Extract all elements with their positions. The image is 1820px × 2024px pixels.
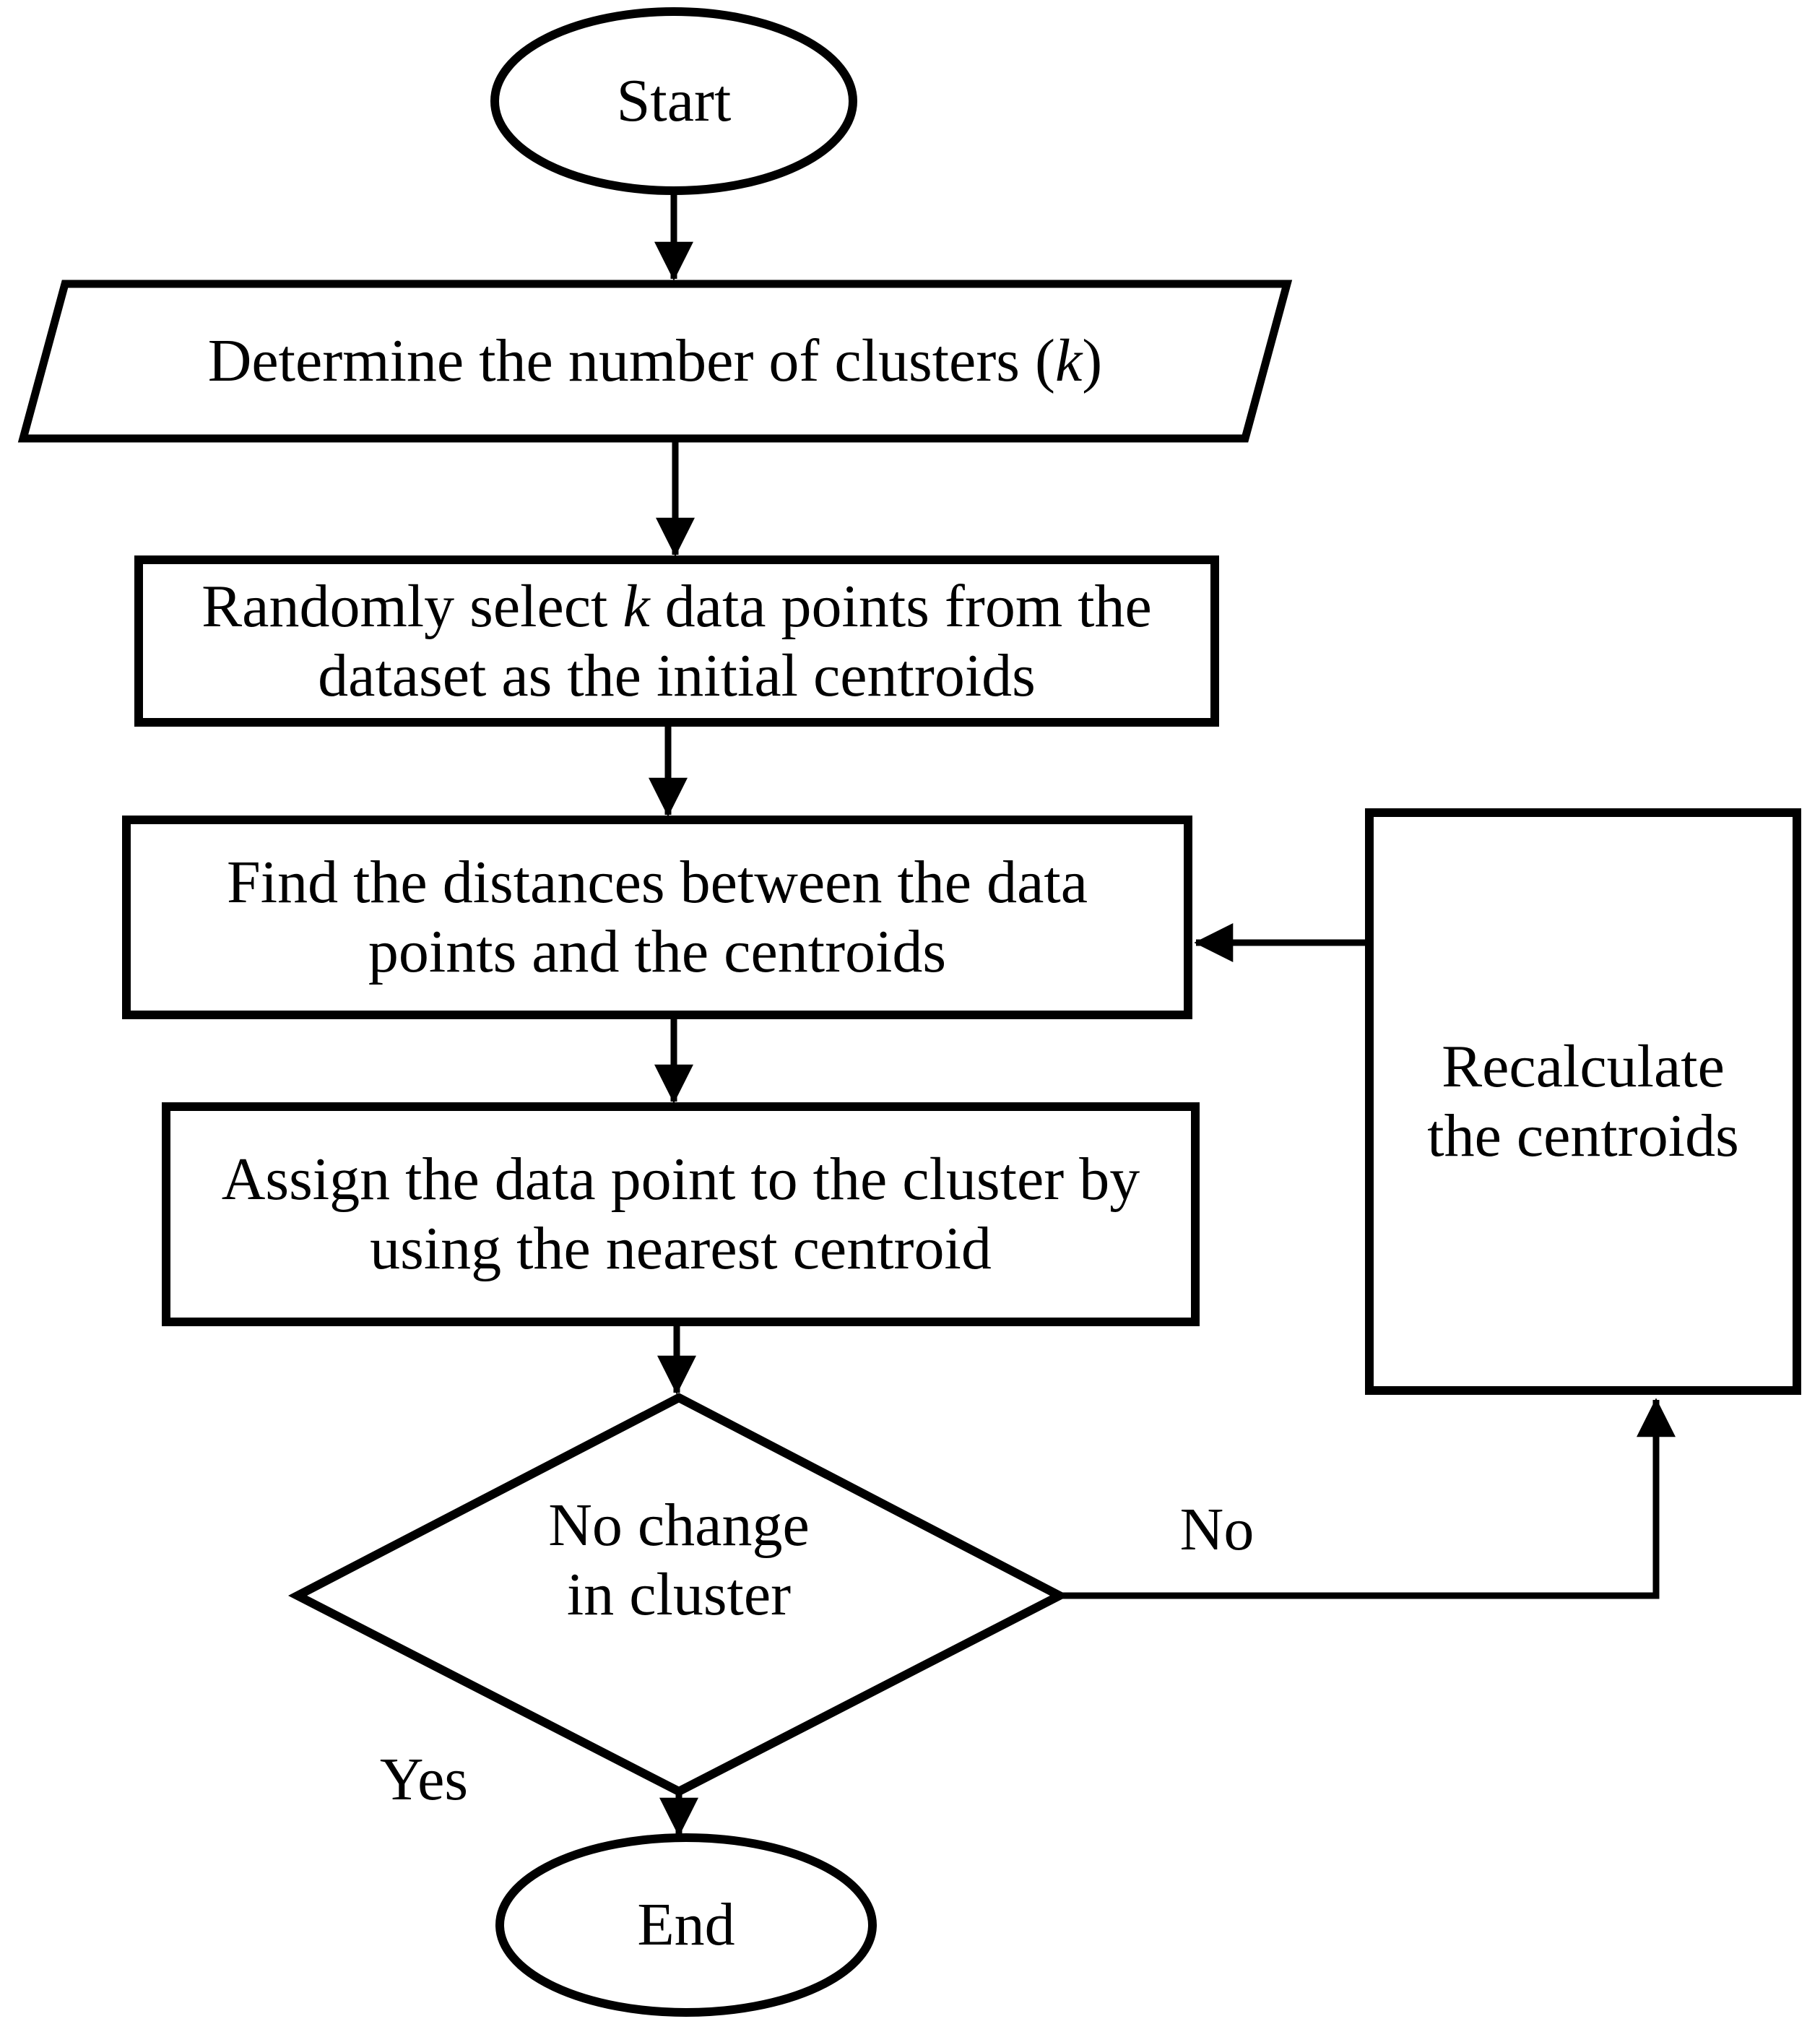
- start-label-text: Start: [616, 67, 732, 134]
- assign-points-process-shape: [162, 1102, 1200, 1326]
- start-terminator-shape: [490, 7, 857, 195]
- end-label: End: [506, 1882, 867, 1968]
- edge-label-no-text: No: [1179, 1496, 1254, 1563]
- select-centroids-label-line1: Randomly select k data points from the: [202, 572, 1152, 641]
- select-centroids-label: Randomly select k data points from the d…: [139, 560, 1215, 722]
- find-distances-label-line2: points and the centroids: [368, 918, 947, 985]
- recalculate-centroids-process-shape: [1365, 808, 1801, 1395]
- determine-clusters-text-pre: Determine the number of clusters (: [207, 327, 1055, 394]
- assign-points-label-line2: using the nearest centroid: [370, 1215, 992, 1282]
- select-centroids-line1-post: data points from the: [649, 572, 1152, 640]
- find-distances-label-line1: Find the distances between the data: [227, 849, 1088, 916]
- end-label-text: End: [637, 1891, 735, 1958]
- determine-clusters-k-variable: k: [1054, 327, 1083, 394]
- no-change-decision-label: No change in cluster: [390, 1466, 968, 1654]
- determine-clusters-label: Determine the number of clusters (k): [77, 314, 1233, 408]
- recalculate-centroids-label-line1: Recalculate: [1442, 1033, 1725, 1100]
- no-change-decision-label-line2: in cluster: [566, 1561, 792, 1628]
- recalculate-centroids-label-line2: the centroids: [1427, 1102, 1739, 1169]
- select-centroids-process-shape: [134, 555, 1219, 727]
- determine-clusters-label-line: Determine the number of clusters (k): [208, 326, 1103, 396]
- edge-label-no: No: [1091, 1484, 1343, 1575]
- edge-label-yes: Yes: [316, 1737, 532, 1823]
- assign-points-label-line1: Assign the data point to the cluster by: [221, 1146, 1140, 1213]
- end-terminator-shape: [495, 1833, 877, 2017]
- determine-clusters-parallelogram-shape: [17, 280, 1293, 443]
- determine-clusters-text-post: ): [1082, 327, 1103, 394]
- select-centroids-k-variable: k: [623, 572, 650, 640]
- find-distances-label: Find the distances between the data poin…: [126, 820, 1188, 1015]
- start-label: Start: [493, 58, 854, 144]
- assign-points-label: Assign the data point to the cluster by …: [166, 1107, 1195, 1322]
- recalculate-centroids-label: Recalculate the centroids: [1369, 813, 1797, 1434]
- arrow-decision-no-to-recalculate: [1060, 1398, 1676, 1599]
- no-change-decision-label-line1: No change: [548, 1492, 810, 1559]
- select-centroids-label-line2: dataset as the initial centroids: [318, 641, 1036, 709]
- no-change-decision-diamond-shape: [287, 1393, 1070, 1796]
- find-distances-process-shape: [122, 816, 1192, 1019]
- edge-label-yes-text: Yes: [379, 1746, 469, 1813]
- select-centroids-line1-pre: Randomly select: [202, 572, 623, 640]
